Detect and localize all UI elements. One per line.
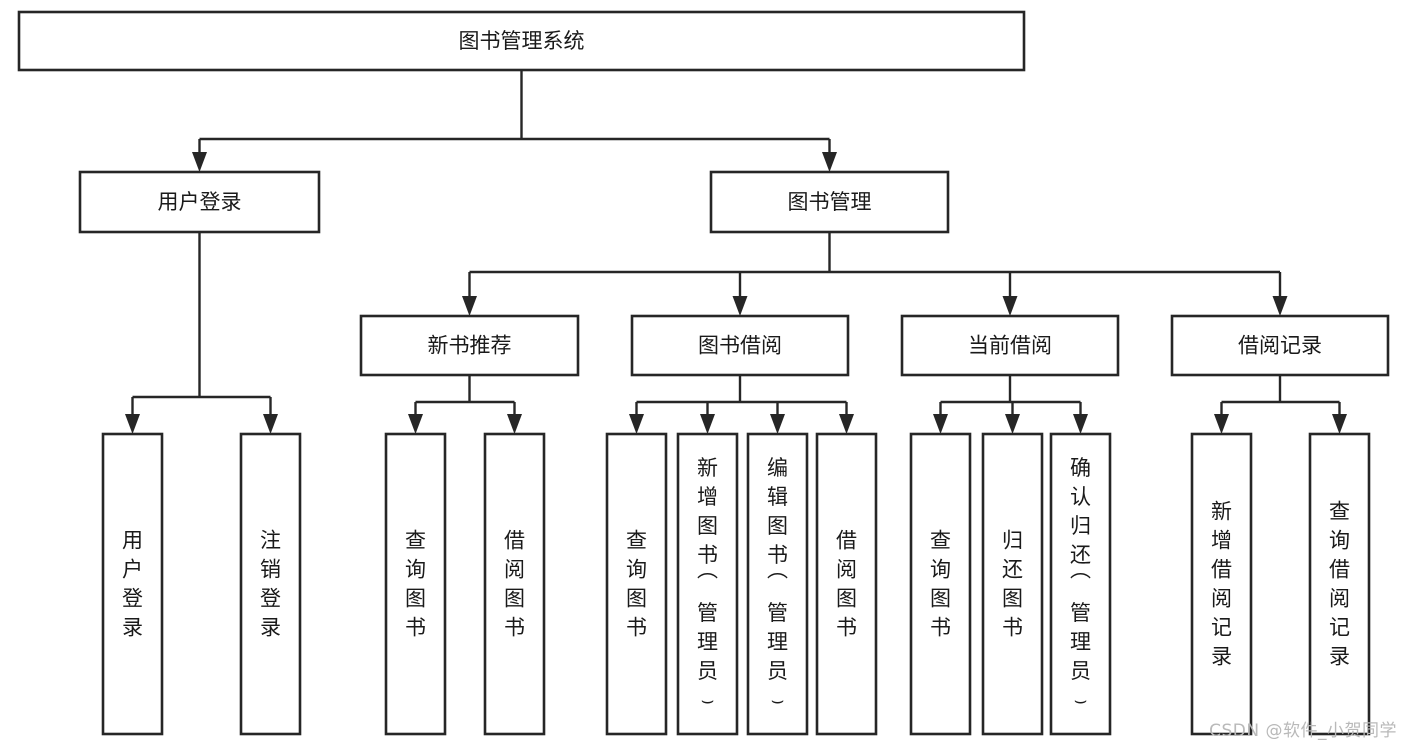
node-label: 借阅图书 bbox=[504, 529, 525, 640]
node-label: 用户登录 bbox=[122, 529, 143, 640]
node-box bbox=[359, 314, 580, 377]
node-box bbox=[676, 432, 739, 736]
arrow-head-icon bbox=[839, 414, 854, 434]
node-l-logout[interactable]: 注销登录 bbox=[239, 432, 302, 736]
node-l-add-book[interactable]: 新增图书⌒管理员⌣ bbox=[676, 432, 739, 736]
arrow-head-icon bbox=[125, 414, 140, 434]
node-label: 查询图书 bbox=[626, 529, 647, 640]
node-l-query-book-2[interactable]: 查询图书 bbox=[605, 432, 668, 736]
node-label: 注销登录 bbox=[260, 529, 281, 640]
node-l-return-book[interactable]: 归还图书 bbox=[981, 432, 1044, 736]
node-label: 图书借阅 bbox=[698, 334, 782, 358]
arrow-head-icon bbox=[1272, 296, 1288, 316]
node-l-user-login[interactable]: 用户登录 bbox=[101, 432, 164, 736]
node-n-user-login[interactable]: 用户登录 bbox=[78, 170, 321, 234]
node-box bbox=[909, 432, 972, 736]
node-box bbox=[630, 314, 850, 377]
node-box bbox=[78, 170, 321, 234]
csdn-watermark: CSDN @软件_小贺同学 bbox=[1209, 721, 1397, 741]
node-label: 查询借阅记录 bbox=[1329, 500, 1350, 669]
arrow-head-icon bbox=[1332, 414, 1347, 434]
node-label: 新增图书⌒管理员⌣ bbox=[697, 456, 718, 712]
arrow-head-icon bbox=[629, 414, 644, 434]
arrow-head-icon bbox=[1005, 414, 1020, 434]
node-l-borrow-book-2[interactable]: 借阅图书 bbox=[815, 432, 878, 736]
node-box bbox=[815, 432, 878, 736]
node-label: 编辑图书⌒管理员⌣ bbox=[767, 456, 788, 712]
node-l-borrow-book-1[interactable]: 借阅图书 bbox=[483, 432, 546, 736]
node-label: 图书管理 bbox=[788, 190, 872, 214]
node-label: 借阅图书 bbox=[836, 529, 857, 640]
arrow-head-icon bbox=[1073, 414, 1088, 434]
node-box bbox=[17, 10, 1026, 72]
arrow-head-icon bbox=[408, 414, 423, 434]
connector-layer bbox=[125, 70, 1347, 434]
arrow-head-icon bbox=[1214, 414, 1229, 434]
connector-group-root bbox=[192, 70, 837, 172]
arrow-head-icon bbox=[462, 296, 477, 316]
connector-group-n-book-borrow bbox=[629, 375, 854, 434]
node-box bbox=[384, 432, 447, 736]
node-box bbox=[900, 314, 1120, 377]
node-n-book-borrow[interactable]: 图书借阅 bbox=[630, 314, 850, 377]
node-layer: 图书管理系统用户登录图书管理新书推荐图书借阅当前借阅借阅记录用户登录注销登录查询… bbox=[17, 10, 1390, 736]
node-box bbox=[483, 432, 546, 736]
arrow-head-icon bbox=[1002, 296, 1018, 316]
arrow-head-icon bbox=[822, 152, 837, 172]
node-box bbox=[1049, 432, 1112, 736]
connector-group-n-book-manage bbox=[462, 232, 1288, 316]
node-l-edit-book[interactable]: 编辑图书⌒管理员⌣ bbox=[746, 432, 809, 736]
node-label: 用户登录 bbox=[158, 190, 242, 214]
node-label: 新书推荐 bbox=[428, 334, 512, 358]
node-n-new-book-rec[interactable]: 新书推荐 bbox=[359, 314, 580, 377]
node-label: 图书管理系统 bbox=[459, 29, 585, 53]
node-l-query-record[interactable]: 查询借阅记录 bbox=[1308, 432, 1371, 736]
node-l-query-book-1[interactable]: 查询图书 bbox=[384, 432, 447, 736]
arrow-head-icon bbox=[192, 152, 207, 172]
node-label: 归还图书 bbox=[1002, 529, 1023, 640]
node-label: 查询图书 bbox=[930, 529, 951, 640]
node-box bbox=[1308, 432, 1371, 736]
node-box bbox=[1190, 432, 1253, 736]
node-l-add-record[interactable]: 新增借阅记录 bbox=[1190, 432, 1253, 736]
arrow-head-icon bbox=[933, 414, 948, 434]
arrow-head-icon bbox=[770, 414, 785, 434]
node-n-current-borrow[interactable]: 当前借阅 bbox=[900, 314, 1120, 377]
arrow-head-icon bbox=[263, 414, 278, 434]
connector-group-n-new-book-rec bbox=[408, 375, 522, 434]
arrow-head-icon bbox=[700, 414, 715, 434]
node-box bbox=[746, 432, 809, 736]
node-box bbox=[239, 432, 302, 736]
node-l-confirm-return[interactable]: 确认归还⌒管理员⌣ bbox=[1049, 432, 1112, 736]
node-n-book-manage[interactable]: 图书管理 bbox=[709, 170, 950, 234]
arrow-head-icon bbox=[732, 296, 748, 316]
node-l-query-book-3[interactable]: 查询图书 bbox=[909, 432, 972, 736]
connector-group-n-user-login bbox=[125, 232, 278, 434]
node-n-borrow-record[interactable]: 借阅记录 bbox=[1170, 314, 1390, 377]
node-box bbox=[605, 432, 668, 736]
node-box bbox=[1170, 314, 1390, 377]
node-label: 确认归还⌒管理员⌣ bbox=[1070, 456, 1091, 712]
node-box bbox=[981, 432, 1044, 736]
node-box bbox=[101, 432, 164, 736]
node-root[interactable]: 图书管理系统 bbox=[17, 10, 1026, 72]
arrow-head-icon bbox=[507, 414, 522, 434]
node-label: 当前借阅 bbox=[968, 334, 1052, 358]
connector-group-n-borrow-record bbox=[1214, 375, 1347, 434]
node-label: 借阅记录 bbox=[1238, 334, 1322, 358]
node-box bbox=[709, 170, 950, 234]
node-label: 新增借阅记录 bbox=[1211, 500, 1232, 669]
connector-group-n-current-borrow bbox=[933, 375, 1088, 434]
node-label: 查询图书 bbox=[405, 529, 426, 640]
